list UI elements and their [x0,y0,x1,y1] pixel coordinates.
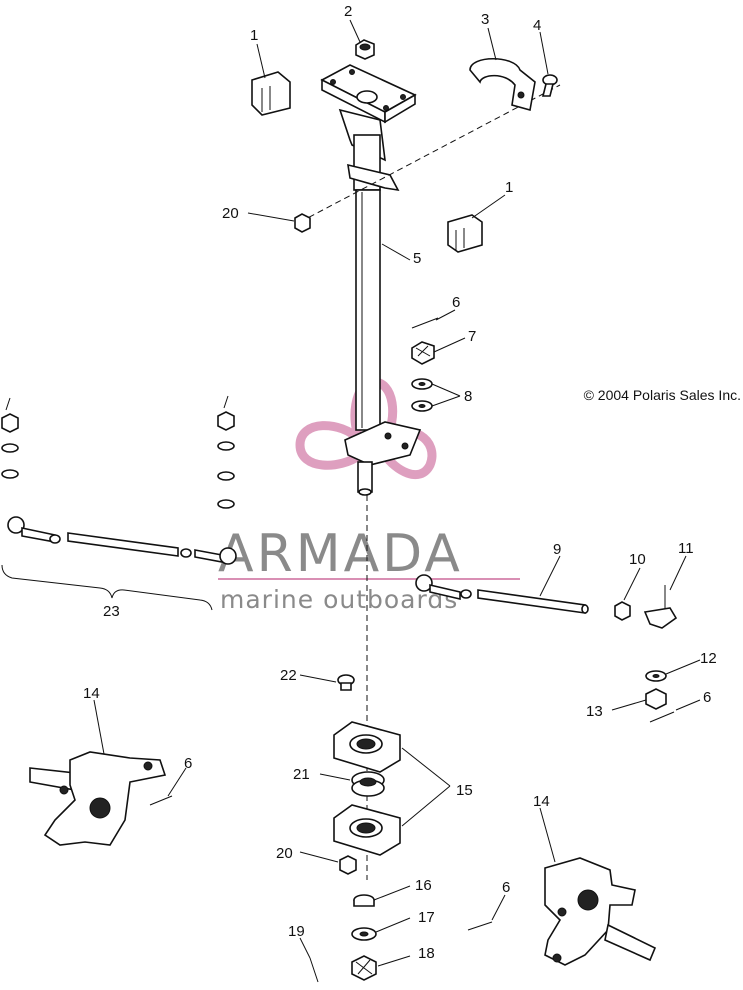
hardware-stack-center [217,395,235,509]
spindle-left [29,751,167,846]
callout-16: 16 [415,877,432,894]
castle-nut-7 [411,341,435,365]
cotter-pin-6-bottom [467,921,493,931]
callout-23: 23 [103,603,120,620]
assembly-bracket-23 [1,564,213,611]
nut-part-18 [351,955,377,981]
callout-1-top: 1 [250,27,258,44]
watermark-brand: ARMADA [218,524,463,584]
pin-part-22 [337,674,355,691]
bearing-flange-upper [333,721,401,773]
callout-8: 8 [464,388,472,405]
cotter-pin-6-right [649,711,675,723]
clamp-block-top [251,71,291,116]
callout-7: 7 [468,328,476,345]
callout-10: 10 [629,551,646,568]
washer-part-12 [645,670,667,682]
cotter-pin-6-upper [411,317,439,329]
washer-part-17 [351,927,377,941]
callout-labels: 1 2 3 4 20 1 5 6 7 8 9 10 11 12 13 6 23 … [83,3,717,962]
callout-6-right: 6 [703,689,711,706]
callout-14-left: 14 [83,685,100,702]
nut-part-2 [355,39,375,60]
bolt-part-4 [541,74,558,97]
copyright-notice: © 2004 Polaris Sales Inc. [584,387,741,403]
tie-rod-part-9 [415,574,589,614]
callout-22: 22 [280,667,297,684]
cotter-pin-6-left [149,795,173,806]
callout-20-top: 20 [222,205,239,222]
nut-part-13 [645,688,667,710]
ball-joint-part-11 [643,585,678,629]
nut-part-10 [614,601,631,621]
leader-lines [93,19,701,967]
callout-13: 13 [586,703,603,720]
callout-15: 15 [456,782,473,799]
callout-14-right: 14 [533,793,550,810]
callout-12: 12 [700,650,717,667]
callout-11: 11 [678,540,694,557]
hardware-stack-left [1,397,19,479]
callout-21: 21 [293,766,310,783]
bushing-part-16 [353,894,375,907]
callout-3: 3 [481,11,489,28]
assembly-line [299,84,561,223]
callout-5: 5 [413,250,421,267]
bracket-part-3 [469,58,536,112]
nut-part-20-bottom [339,855,357,875]
callout-6-left: 6 [184,755,192,772]
steering-column [320,64,422,496]
watermark-tagline: marine outboards [220,585,458,614]
washers-8 [411,378,433,412]
tie-rod-assembly-left [7,516,237,565]
callout-19: 19 [288,923,305,940]
clamp-block-right [447,214,483,253]
cotter-pin-19 [309,957,319,983]
callout-6-upper: 6 [452,294,460,311]
nut-part-20-top [294,213,311,233]
callout-18: 18 [418,945,435,962]
spindle-right [544,857,657,966]
callout-6-bottom: 6 [502,879,510,896]
bearing-part-21 [351,771,385,797]
callout-2: 2 [344,3,352,20]
callout-17: 17 [418,909,435,926]
callout-9: 9 [553,541,561,558]
bearing-flange-lower [333,804,401,856]
callout-4: 4 [533,17,541,34]
callout-20-bottom: 20 [276,845,293,862]
callout-1-right: 1 [505,179,513,196]
